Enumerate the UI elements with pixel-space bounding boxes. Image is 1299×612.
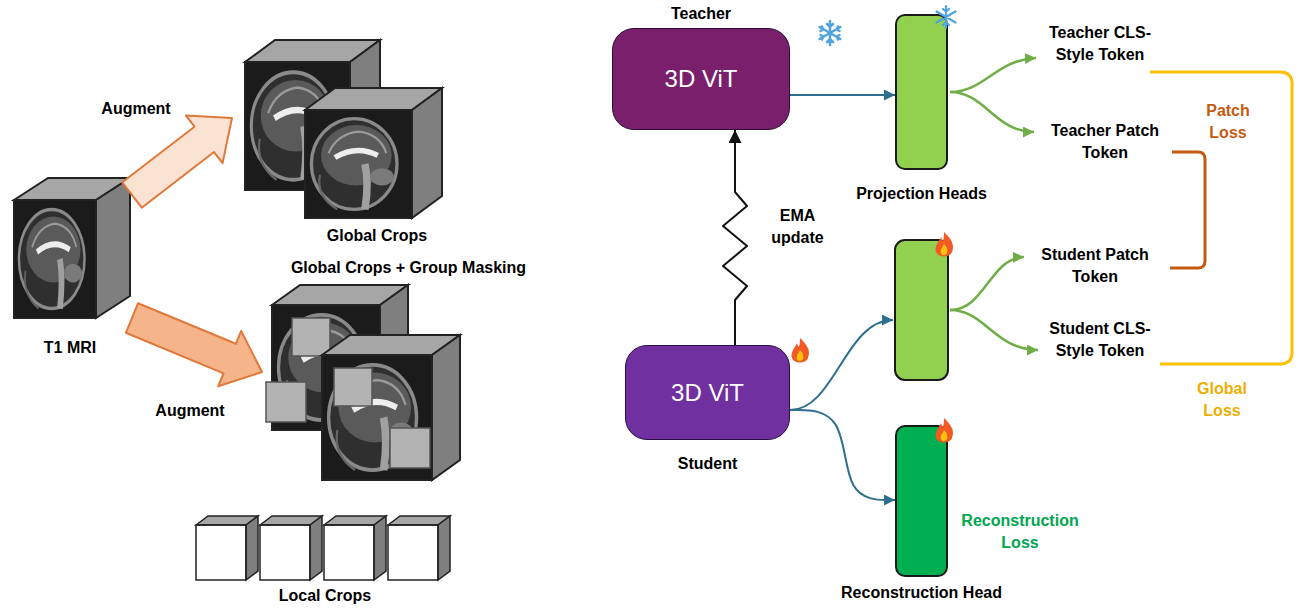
cube-side	[374, 516, 386, 580]
mri-slice	[305, 110, 412, 218]
loss-label: Patch Loss	[1200, 100, 1256, 144]
volume-caption: T1 MRI	[44, 338, 96, 358]
crop-group: Global Crops	[232, 36, 452, 246]
edge-label-holder: Augment	[150, 400, 230, 422]
global-loss-bracket	[1150, 72, 1292, 364]
trainable-icon	[792, 338, 809, 363]
token-label: Student CLS-Style Token	[1045, 318, 1155, 362]
token-arrow	[950, 310, 1038, 350]
token-arrow	[950, 92, 1034, 132]
token-label: Teacher Patch Token	[1040, 120, 1170, 164]
flame	[936, 232, 953, 257]
edge-label-holder: EMA update	[760, 205, 835, 249]
label-holder: Student CLS-Style Token	[1045, 318, 1155, 362]
model-name: 3D ViT	[671, 379, 744, 407]
cube-front	[388, 525, 438, 580]
snowflake	[820, 21, 841, 45]
encoder-node: 3D ViT Student	[625, 345, 790, 474]
token-label: Teacher CLS-Style Token	[1045, 22, 1155, 66]
loss-label: Reconstruction Loss	[955, 510, 1085, 554]
token-arrow	[950, 58, 1036, 92]
mask-patch	[292, 318, 330, 356]
mask-patch	[266, 382, 306, 422]
label-holder: Student Patch Token	[1030, 244, 1160, 288]
flame	[936, 418, 953, 443]
head-node: Projection Heads	[895, 14, 948, 204]
label-holder: Patch Loss	[1200, 100, 1256, 144]
encoder-node: Teacher 3D ViT	[612, 4, 790, 130]
cube-side	[310, 516, 322, 580]
flame-core	[941, 430, 948, 441]
group-caption: Global Crops	[257, 226, 427, 246]
edge-label: Augment	[96, 98, 176, 120]
feature-arrow	[790, 320, 893, 410]
ema-arrow	[723, 130, 747, 345]
cube-side	[96, 178, 130, 318]
crop-group: Local Crops	[190, 508, 460, 606]
frozen-icon	[937, 6, 956, 28]
cube-side	[438, 516, 450, 580]
role-heading: Student	[678, 454, 738, 474]
head-node: Reconstruction Head	[895, 425, 948, 603]
label-holder: Global Loss	[1192, 378, 1252, 422]
crop-group: Global Crops + Group Masking	[262, 258, 555, 490]
cube-side	[432, 335, 460, 480]
edge-label: EMA update	[760, 205, 835, 249]
label-holder: Reconstruction Loss	[955, 510, 1085, 554]
reconstruction-head	[895, 425, 948, 577]
trainable-icon	[936, 418, 953, 443]
group-caption: Local Crops	[279, 586, 371, 606]
trainable-icon	[936, 232, 953, 257]
encoder-box: 3D ViT	[625, 345, 790, 440]
patch-loss-bracket	[1170, 152, 1205, 268]
label-holder: Teacher CLS-Style Token	[1045, 22, 1155, 66]
mri-slice	[322, 355, 432, 480]
group-caption: Global Crops + Group Masking	[291, 258, 526, 278]
cube-side	[246, 516, 258, 580]
feature-arrow	[790, 410, 895, 500]
cube-side	[412, 88, 442, 218]
mri-slice	[14, 200, 96, 318]
projection-head	[895, 14, 948, 170]
augment-arrow	[126, 303, 262, 386]
augment-arrow	[122, 116, 232, 208]
flame	[792, 338, 809, 363]
cube-front	[14, 200, 96, 318]
projection-head	[895, 240, 948, 380]
cube-front	[322, 355, 432, 480]
mask-patch	[334, 368, 372, 406]
head-caption: Projection Heads	[856, 184, 987, 204]
label-holder: Teacher Patch Token	[1040, 120, 1170, 164]
flame-core	[797, 350, 804, 361]
flame-core	[941, 244, 948, 255]
cube-front	[260, 525, 310, 580]
mri-volume: T1 MRI	[8, 172, 132, 358]
mask-patch	[390, 428, 430, 468]
role-heading: Teacher	[671, 4, 731, 24]
edge-label-holder: Augment	[96, 98, 176, 120]
head-caption: Reconstruction Head	[841, 583, 1002, 603]
edge-label: Augment	[150, 400, 230, 422]
model-name: 3D ViT	[665, 65, 738, 93]
cube-front	[305, 110, 412, 218]
encoder-box: 3D ViT	[612, 28, 790, 130]
cube-front	[324, 525, 374, 580]
frozen-icon	[820, 21, 841, 45]
snowflake	[937, 6, 956, 28]
cube-front	[196, 525, 246, 580]
token-label: Student Patch Token	[1030, 244, 1160, 288]
token-arrow	[950, 257, 1024, 310]
loss-label: Global Loss	[1192, 378, 1252, 422]
feature-arrow	[790, 94, 895, 96]
